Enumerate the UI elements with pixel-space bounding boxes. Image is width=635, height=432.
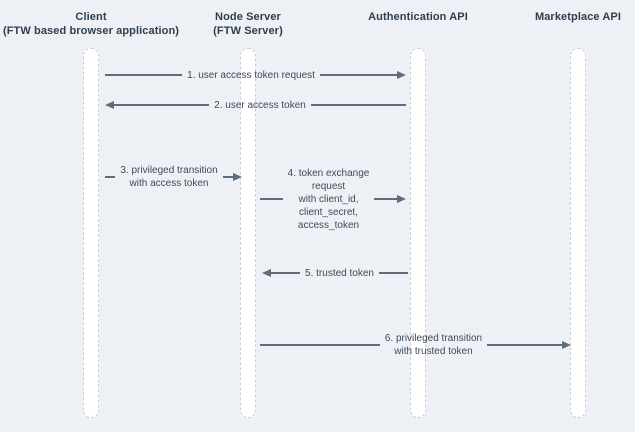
message-label: 1. user access token request: [187, 69, 315, 81]
arrowhead-left-icon: [262, 269, 271, 277]
message-line: [319, 74, 398, 76]
arrowhead-right-icon: [562, 341, 571, 349]
arrowhead-right-icon: [397, 195, 407, 203]
lifeline-marketplace-api: [570, 48, 586, 418]
participant-header-client: Client (FTW based browser application): [0, 10, 201, 38]
message-line: [222, 176, 233, 178]
arrowhead-right-icon: [397, 71, 407, 79]
message-4-token-exchange-request: 4. token exchange request with client_id…: [260, 166, 407, 232]
participant-header-authentication-api: Authentication API: [308, 10, 528, 24]
message-label: 2. user access token: [214, 99, 306, 111]
message-line: [310, 104, 406, 106]
message-line: [487, 344, 562, 346]
message-3-privileged-transition-with-access-token: 3. privileged transition with access tok…: [105, 164, 242, 190]
arrowhead-left-icon: [105, 101, 114, 109]
message-5-trusted-token: 5. trusted token: [262, 266, 408, 280]
lifeline-node-server: [240, 48, 256, 418]
message-label: 3. privileged transition with access tok…: [120, 165, 218, 189]
participant-title: Node Server: [215, 11, 281, 23]
arrowhead-right-icon: [233, 173, 242, 181]
message-6-privileged-transition-with-trusted-token: 6. privileged transition with trusted to…: [260, 332, 571, 358]
message-label: 6. privileged transition with trusted to…: [384, 333, 483, 357]
participant-title: Client: [75, 11, 107, 23]
message-line: [105, 74, 183, 76]
lifeline-authentication-api: [410, 48, 426, 418]
message-2-user-access-token: 2. user access token: [105, 98, 406, 112]
message-1-user-access-token-request: 1. user access token request: [105, 68, 407, 82]
participant-subtitle: (FTW based browser application): [2, 25, 180, 37]
message-label: 4. token exchange request with client_id…: [287, 167, 370, 231]
participant-subtitle: (FTW Server): [213, 25, 283, 37]
participant-title: Marketplace API: [534, 11, 622, 23]
message-label: 5. trusted token: [305, 267, 374, 279]
participant-header-marketplace-api: Marketplace API: [468, 10, 635, 24]
message-line: [260, 198, 283, 200]
message-line: [105, 176, 116, 178]
participant-header-node-server: Node Server (FTW Server): [138, 10, 358, 38]
message-line: [374, 198, 398, 200]
message-line: [378, 272, 408, 274]
lifeline-client: [83, 48, 99, 418]
message-line: [260, 344, 380, 346]
message-line: [114, 104, 210, 106]
participant-title: Authentication API: [368, 11, 468, 23]
message-line: [271, 272, 301, 274]
